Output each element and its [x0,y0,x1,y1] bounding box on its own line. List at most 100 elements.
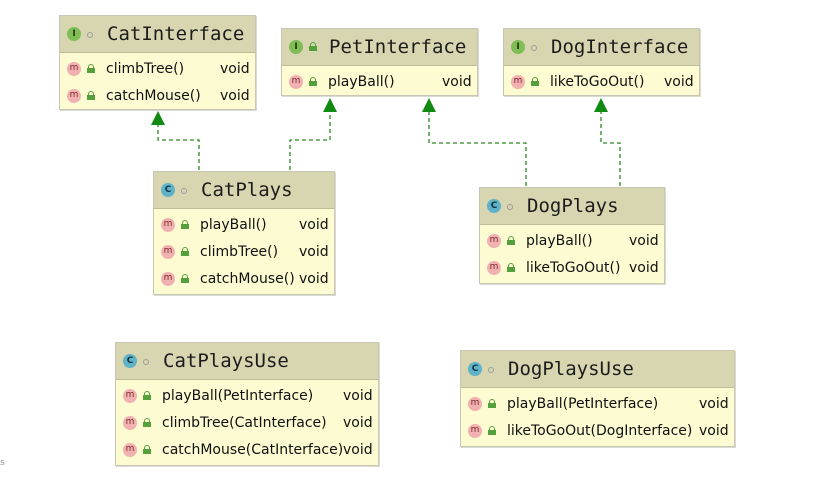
method-row[interactable]: m likeToGoOut() void [504,69,699,96]
method-icon: m [487,234,501,248]
package-visibility-icon [143,359,149,365]
method-name: playBall() [328,74,395,90]
class-box-catplays[interactable]: C CatPlays m playBall() void m climbTree… [153,171,335,295]
package-visibility-icon [488,367,494,373]
class-name: CatPlays [201,179,293,201]
method-icon: m [468,397,482,411]
class-box-dogplaysuse[interactable]: C DogPlaysUse m playBall(PetInterface) v… [460,350,735,447]
class-name: CatPlaysUse [163,350,289,372]
method-return-type: void [629,260,659,276]
class-header: C CatPlays [154,172,334,209]
method-row[interactable]: m playBall() void [480,228,664,255]
package-visibility-icon [507,204,513,210]
method-return-type: void [699,396,729,412]
method-row[interactable]: m playBall(PetInterface) void [116,383,378,410]
method-return-type: void [220,88,250,104]
method-icon: m [468,424,482,438]
method-return-type: void [699,423,729,439]
public-lock-icon [507,236,515,245]
class-box-catinterface[interactable]: I CatInterface m climbTree() void m catc… [59,15,256,110]
method-row[interactable]: m catchMouse() void [154,266,334,293]
method-name: climbTree() [106,61,185,77]
method-row[interactable]: m likeToGoOut(DogInterface) void [461,418,734,445]
method-return-type: void [299,217,329,233]
dogplays-doginterface-edge [600,110,621,186]
method-icon: m [123,443,137,457]
class-header: I DogInterface [504,29,699,66]
public-lock-icon [507,263,515,272]
method-row[interactable]: m playBall() void [154,212,334,239]
method-name: catchMouse() [200,271,295,287]
public-lock-icon [181,220,189,229]
method-return-type: void [299,271,329,287]
petinterface-arrowhead-left [323,98,337,112]
method-return-type: void [343,388,373,404]
method-row[interactable]: m likeToGoOut() void [480,255,664,282]
dogplays-petinterface-edge [428,110,527,186]
catinterface-arrowhead [151,111,165,125]
class-name: DogInterface [551,36,689,58]
interface-icon: I [67,27,81,41]
method-icon: m [511,75,525,89]
method-row[interactable]: m playBall() void [282,69,477,96]
class-header: I CatInterface [60,16,255,53]
method-return-type: void [343,442,373,458]
method-icon: m [67,62,81,76]
public-lock-icon [488,399,496,408]
public-lock-icon [143,418,151,427]
class-icon: C [123,354,137,368]
class-box-dogplays[interactable]: C DogPlays m playBall() void m likeToGoO… [479,187,665,284]
method-row[interactable]: m climbTree() void [154,239,334,266]
class-name: CatInterface [107,23,245,45]
public-lock-icon [87,91,95,100]
method-return-type: void [299,244,329,260]
method-name: playBall(PetInterface) [507,396,659,412]
package-visibility-icon [181,188,187,194]
method-return-type: void [664,74,694,90]
public-lock-icon [531,77,539,86]
method-icon: m [161,218,175,232]
method-name: playBall(PetInterface) [162,388,314,404]
class-icon: C [468,362,482,376]
method-return-type: void [442,74,472,90]
class-header: C CatPlaysUse [116,343,378,380]
method-return-type: void [629,233,659,249]
method-name: climbTree() [200,244,279,260]
method-name: catchMouse(CatInterface) [162,442,344,458]
method-name: playBall() [200,217,267,233]
public-lock-icon [143,391,151,400]
public-lock-icon [87,64,95,73]
method-name: likeToGoOut() [550,74,645,90]
interface-icon: I [289,40,303,54]
method-row[interactable]: m catchMouse(CatInterface) void [116,437,378,464]
method-row[interactable]: m climbTree() void [60,56,255,83]
public-lock-icon [181,247,189,256]
class-icon: C [487,199,501,213]
package-visibility-icon [87,32,93,38]
class-header: C DogPlays [480,188,664,225]
method-name: likeToGoOut(DogInterface) [507,423,693,439]
method-row[interactable]: m catchMouse() void [60,83,255,110]
catplays-catinterface-edge [157,124,200,170]
class-box-catplaysuse[interactable]: C CatPlaysUse m playBall(PetInterface) v… [115,342,379,466]
method-row[interactable]: m climbTree(CatInterface) void [116,410,378,437]
class-name: DogPlays [527,195,619,217]
method-name: likeToGoOut() [526,260,621,276]
method-icon: m [123,416,137,430]
method-row[interactable]: m playBall(PetInterface) void [461,391,734,418]
method-return-type: void [343,415,373,431]
doginterface-arrowhead [594,98,608,112]
method-icon: m [487,261,501,275]
class-header: C DogPlaysUse [461,351,734,388]
class-box-petinterface[interactable]: I PetInterface m playBall() void [281,28,478,96]
method-name: playBall() [526,233,593,249]
public-lock-icon [309,42,317,51]
public-lock-icon [181,274,189,283]
class-icon: C [161,183,175,197]
method-return-type: void [220,61,250,77]
public-lock-icon [488,426,496,435]
class-box-doginterface[interactable]: I DogInterface m likeToGoOut() void [503,28,700,96]
class-name: PetInterface [329,36,467,58]
method-icon: m [289,75,303,89]
